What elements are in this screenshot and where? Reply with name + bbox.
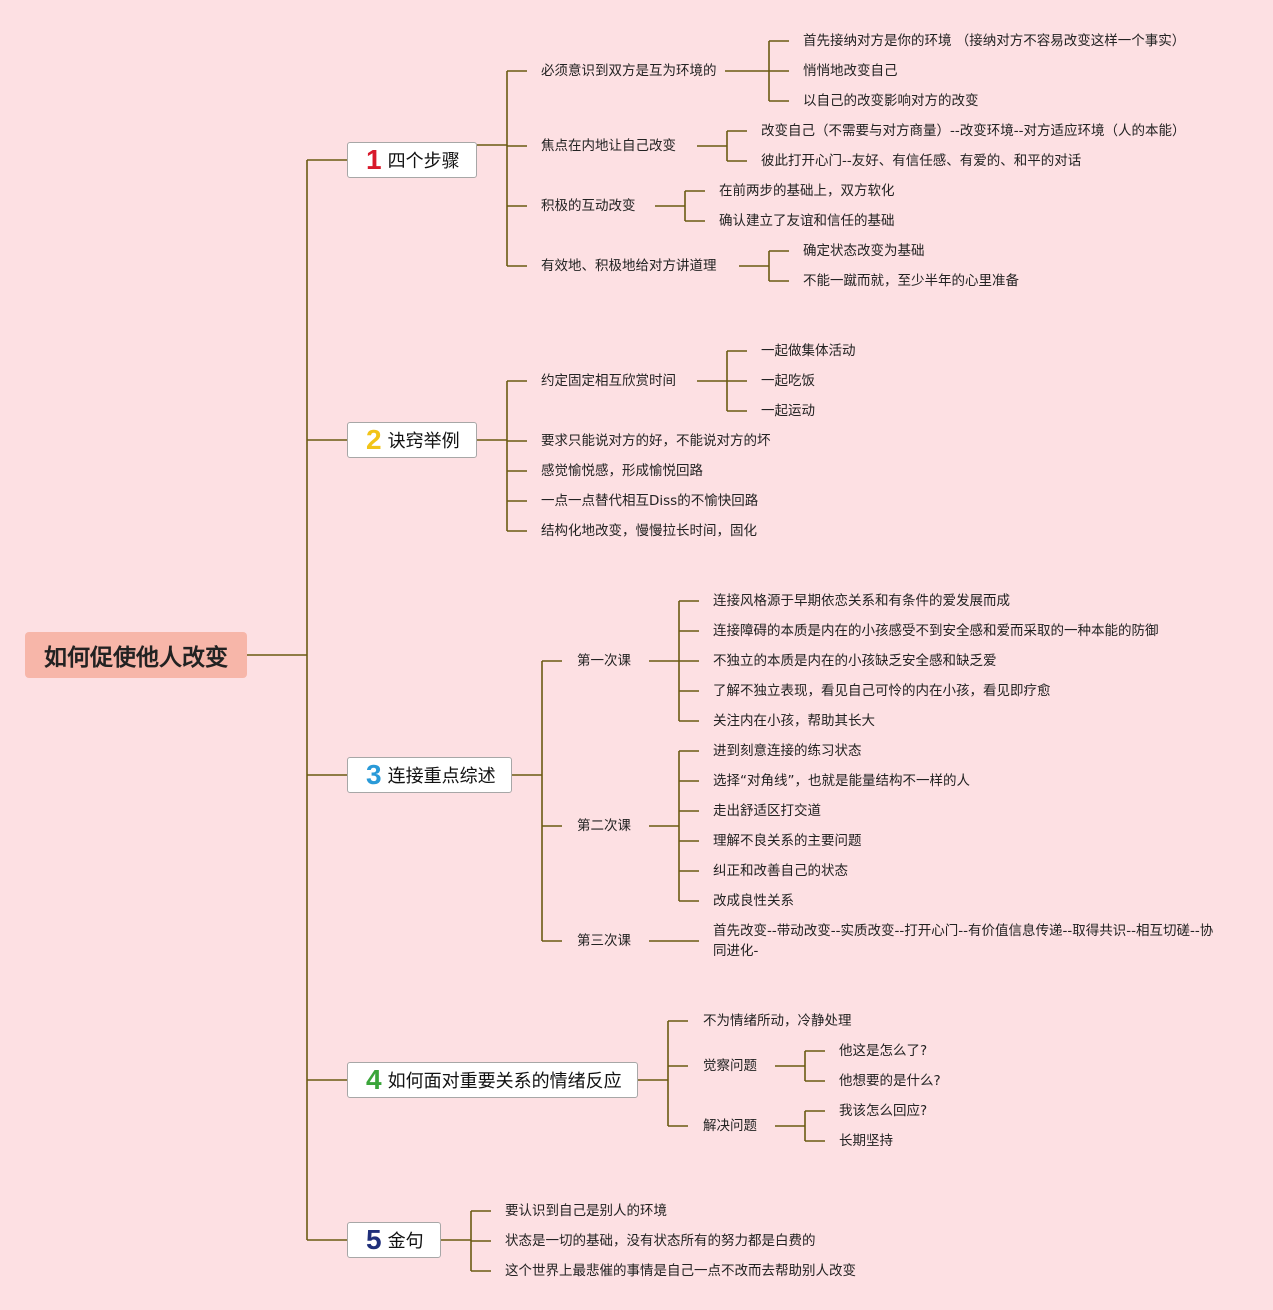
b3-t2-leaf-2: 选择“对角线”，也就是能量结构不一样的人: [713, 773, 970, 789]
b3-topic-3: 第三次课: [577, 933, 631, 949]
branch-5: 5 金句: [347, 1222, 441, 1258]
b1-t1-leaf-2: 悄悄地改变自己: [803, 63, 898, 79]
b5-topic-1: 要认识到自己是别人的环境: [505, 1203, 667, 1219]
branch-1-label: 四个步骤: [387, 151, 460, 172]
branch-2: 2 诀窍举例: [347, 422, 477, 458]
b2-t1-leaf-2: 一起吃饭: [761, 373, 815, 389]
b4-t3-leaf-2: 长期坚持: [839, 1133, 893, 1149]
b1-t3-leaf-1: 在前两步的基础上，双方软化: [719, 183, 895, 199]
b1-topic-4: 有效地、积极地给对方讲道理: [541, 258, 717, 274]
b3-t1-leaf-2: 连接障碍的本质是内在的小孩感受不到安全感和爱而采取的一种本能的防御: [713, 623, 1159, 639]
b1-t1-leaf-1: 首先接纳对方是你的环境 （接纳对方不容易改变这样一个事实）: [803, 33, 1186, 49]
branch-4-number: 4: [366, 1064, 382, 1095]
b3-topic-2: 第二次课: [577, 818, 631, 834]
b4-topic-1: 不为情绪所动，冷静处理: [703, 1013, 852, 1029]
root-topic: 如何促使他人改变: [25, 632, 247, 678]
b1-t2-leaf-1: 改变自己（不需要与对方商量）--改变环境--对方适应环境（人的本能）: [761, 123, 1186, 139]
b1-topic-2: 焦点在内地让自己改变: [541, 138, 676, 154]
branch-4: 4 如何面对重要关系的情绪反应: [347, 1062, 638, 1098]
branch-3: 3 连接重点综述: [347, 757, 512, 793]
branch-3-label: 连接重点综述: [387, 766, 496, 787]
b4-t3-leaf-1: 我该怎么回应?: [839, 1103, 928, 1119]
b4-topic-3: 解决问题: [703, 1118, 757, 1134]
branch-4-label: 如何面对重要关系的情绪反应: [387, 1071, 622, 1092]
b4-t2-leaf-1: 他这是怎么了?: [839, 1043, 928, 1059]
branch-1-number: 1: [366, 144, 382, 175]
branch-3-number: 3: [366, 759, 382, 790]
b3-t1-leaf-4: 了解不独立表现，看见自己可怜的内在小孩，看见即疗愈: [713, 683, 1051, 699]
b3-topic-1: 第一次课: [577, 653, 631, 669]
b3-t2-leaf-3: 走出舒适区打交道: [713, 803, 821, 819]
b5-topic-3: 这个世界上最悲催的事情是自己一点不改而去帮助别人改变: [505, 1263, 856, 1279]
b1-t1-leaf-3: 以自己的改变影响对方的改变: [803, 93, 979, 109]
b1-t4-leaf-1: 确定状态改变为基础: [803, 243, 925, 259]
b1-t3-leaf-2: 确认建立了友谊和信任的基础: [719, 213, 895, 229]
b3-t1-leaf-1: 连接风格源于早期依恋关系和有条件的爱发展而成: [713, 593, 1010, 609]
b2-topic-5: 结构化地改变，慢慢拉长时间，固化: [541, 523, 757, 539]
b4-t2-leaf-2: 他想要的是什么?: [839, 1073, 941, 1089]
b4-topic-2: 觉察问题: [703, 1058, 757, 1074]
branch-2-label: 诀窍举例: [387, 431, 460, 452]
b2-topic-3: 感觉愉悦感，形成愉悦回路: [541, 463, 703, 479]
b3-t2-leaf-1: 进到刻意连接的练习状态: [713, 743, 862, 759]
b3-t1-leaf-3: 不独立的本质是内在的小孩缺乏安全感和缺乏爱: [713, 653, 997, 669]
b1-topic-1: 必须意识到双方是互为环境的: [541, 63, 717, 79]
b3-t2-leaf-5: 纠正和改善自己的状态: [713, 863, 848, 879]
b5-topic-2: 状态是一切的基础，没有状态所有的努力都是白费的: [505, 1233, 816, 1249]
b2-topic-4: 一点一点替代相互Diss的不愉快回路: [541, 493, 759, 509]
b3-t2-leaf-6: 改成良性关系: [713, 893, 794, 909]
b2-topic-1: 约定固定相互欣赏时间: [541, 373, 676, 389]
b1-t4-leaf-2: 不能一蹴而就，至少半年的心里准备: [803, 273, 1019, 289]
b3-t3-leaf-1: 首先改变--带动改变--实质改变--打开心门--有价值信息传递--取得共识--相…: [713, 923, 1214, 959]
b3-t1-leaf-5: 关注内在小孩，帮助其长大: [713, 713, 875, 729]
b2-topic-2: 要求只能说对方的好，不能说对方的坏: [541, 433, 771, 449]
b3-t2-leaf-4: 理解不良关系的主要问题: [713, 833, 862, 849]
b1-topic-3: 积极的互动改变: [541, 198, 636, 214]
branch-1: 1 四个步骤: [347, 142, 477, 178]
branch-5-number: 5: [366, 1224, 382, 1255]
b2-t1-leaf-3: 一起运动: [761, 403, 815, 419]
b1-t2-leaf-2: 彼此打开心门--友好、有信任感、有爱的、和平的对话: [761, 153, 1082, 169]
b2-t1-leaf-1: 一起做集体活动: [761, 343, 856, 359]
branch-5-label: 金句: [387, 1231, 424, 1252]
branch-2-number: 2: [366, 424, 382, 455]
